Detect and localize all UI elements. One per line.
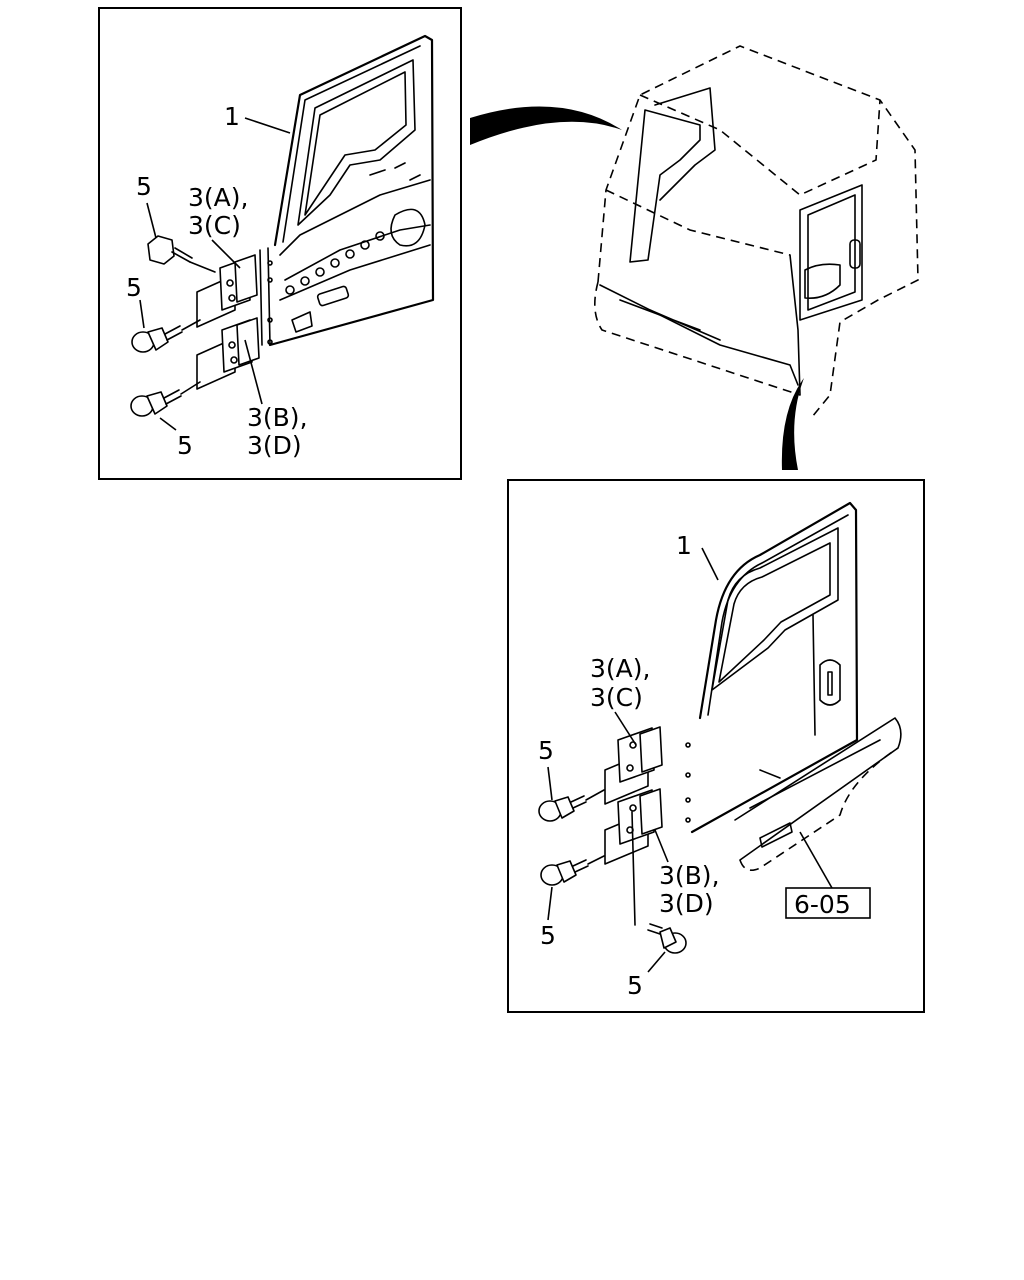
right-upper-hinge-label-1: 3(A), (590, 654, 650, 683)
left-bolt-label-3: 5 (177, 431, 193, 460)
right-bolt-label-1: 5 (538, 736, 554, 765)
right-bolt-2 (540, 855, 605, 886)
right-lower-hinge-label-1: 3(B), (659, 861, 720, 890)
right-bolt-1 (538, 789, 605, 822)
right-panel-frame (507, 479, 925, 1013)
reference-label: 6-05 (794, 890, 851, 919)
cab-overview (594, 45, 919, 418)
left-panel-frame (98, 7, 462, 480)
left-lower-hinge-label-2: 3(D) (247, 431, 302, 460)
right-door-outer-view (690, 501, 859, 834)
left-upper-hinge (196, 254, 273, 328)
callout-arrow-left (470, 106, 622, 145)
left-lower-hinge-label-1: 3(B), (247, 403, 308, 432)
left-lower-hinge (196, 317, 273, 390)
right-door-label: 1 (676, 531, 692, 560)
right-bolt-3 (631, 811, 687, 954)
right-lower-hinge-label-2: 3(D) (659, 889, 714, 918)
right-rocker-panel (734, 717, 902, 871)
callout-arrow-right (781, 378, 804, 470)
left-bolt-3 (130, 381, 201, 417)
right-bolt-label-3: 5 (627, 971, 643, 1000)
left-bolt-1 (147, 235, 216, 273)
right-upper-hinge (604, 726, 691, 805)
left-door-inner-view (259, 34, 435, 347)
left-detail-panel: 1 5 3(A), 3(C) 5 3(B), 3(D) 5 (98, 7, 462, 480)
right-bolt-label-2: 5 (540, 921, 556, 950)
left-door-label: 1 (224, 102, 240, 131)
left-upper-hinge-label-1: 3(A), (188, 183, 248, 212)
reference-box (785, 887, 871, 919)
left-upper-hinge-label-2: 3(C) (188, 211, 241, 240)
left-bolt-label-2: 5 (126, 273, 142, 302)
left-bolt-label-1: 5 (136, 172, 152, 201)
right-lower-hinge (604, 788, 691, 865)
right-upper-hinge-label-2: 3(C) (590, 683, 643, 712)
right-detail-panel: 1 3(A), 3(C) 5 3(B), 3(D) 5 5 6-05 (507, 479, 925, 1013)
left-bolt-2 (131, 319, 201, 353)
